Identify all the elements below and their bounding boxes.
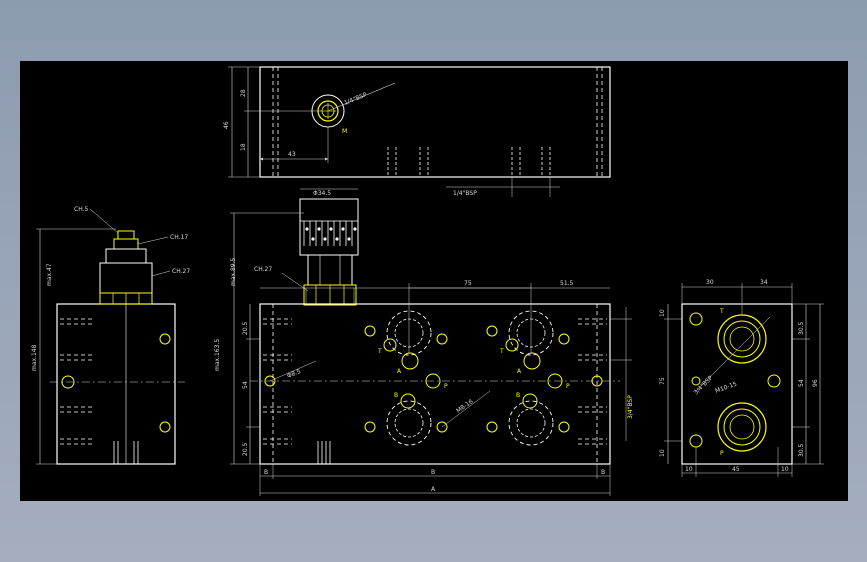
- top-hidden-ports: [387, 147, 551, 177]
- side-hex-top: CH.5: [74, 206, 89, 213]
- right-dim-r-low: 10: [659, 449, 666, 457]
- right-dim-r-top: 10: [659, 309, 666, 317]
- front-port-t1: T: [377, 348, 382, 355]
- right-thread: M10-15: [714, 381, 738, 395]
- front-port-t2: T: [499, 348, 504, 355]
- side-view-body: [56, 303, 176, 465]
- front-hole-dia: Φ8.5: [286, 368, 302, 380]
- right-dim-bot-right: 10: [781, 466, 789, 473]
- right-view: T P 3/4"BSP M10-15 30 34 10 75 10: [659, 279, 824, 477]
- right-dim-3: 96: [812, 379, 819, 387]
- right-view-body: [681, 303, 793, 465]
- knob-diameter: Φ34.5: [313, 190, 331, 197]
- front-view: CH.27 75 51.5: [214, 212, 634, 496]
- front-b-left: B: [264, 469, 268, 476]
- top-dim-total: 46: [223, 121, 230, 129]
- drawing-svg: 1/4"BSP M 46 28 18: [31, 66, 824, 496]
- right-port-p: [717, 314, 767, 364]
- front-port-b2: B: [516, 392, 520, 399]
- front-dim-low: 20.5: [242, 442, 249, 456]
- front-view-body: [259, 303, 611, 465]
- side-max-height: max.47: [46, 263, 53, 286]
- side-view: CH.5 CH.17 CH.27: [31, 206, 190, 465]
- top-port-letter: M: [342, 128, 347, 135]
- front-knob-height: max.89.5: [230, 257, 237, 286]
- right-port-t-letter: T: [719, 308, 724, 315]
- front-hex: CH.27: [254, 266, 272, 273]
- front-a: A: [431, 486, 436, 493]
- front-dim-51-5: 51.5: [560, 280, 574, 287]
- right-dim-bot-left: 10: [685, 466, 693, 473]
- front-total-height: max.163.5: [214, 339, 221, 371]
- top-port-note: 1/4"BSP: [343, 91, 368, 107]
- front-right-note: 3/4"BSP: [627, 395, 634, 419]
- front-port-a2: A: [517, 368, 522, 375]
- top-bottom-note: 1/4"BSP: [453, 190, 477, 197]
- front-dim-75: 75: [464, 280, 472, 287]
- top-dim-lower: 18: [240, 143, 247, 151]
- drawing-canvas[interactable]: 1/4"BSP M 46 28 18: [20, 61, 848, 501]
- right-dim-1: 30.5: [798, 321, 805, 335]
- top-view: 1/4"BSP M 46 28 18: [223, 66, 611, 197]
- adjust-knob: Φ34.5: [299, 188, 359, 306]
- right-dim-bot-mid: 45: [732, 466, 740, 473]
- front-thread: M8-16: [455, 398, 475, 415]
- cartridge-group-right: [486, 310, 570, 446]
- right-port-p-letter: P: [720, 450, 724, 457]
- front-port-a1: A: [397, 368, 402, 375]
- cartridge-group-left: [364, 310, 448, 446]
- top-dim-upper: 28: [240, 89, 247, 97]
- right-dim-r-mid: 75: [659, 377, 666, 385]
- side-hex-low: CH.27: [172, 268, 190, 275]
- top-view-body: [259, 66, 611, 178]
- right-dim-2: 54: [798, 379, 805, 387]
- side-body-height: max.148: [31, 344, 38, 371]
- front-port-p2: P: [566, 383, 570, 390]
- front-b-mid: B: [431, 469, 435, 476]
- right-port-t: [717, 402, 767, 452]
- front-port-p1: P: [444, 383, 448, 390]
- right-dim-4: 30.5: [798, 443, 805, 457]
- front-dim-top: 20.5: [242, 321, 249, 335]
- side-hex-mid: CH.17: [170, 234, 188, 241]
- right-dim-top-right: 34: [760, 279, 768, 286]
- right-dim-top-left: 30: [706, 279, 714, 286]
- top-dim-offset: 43: [288, 151, 296, 158]
- front-b-right: B: [601, 469, 605, 476]
- front-dim-mid: 54: [242, 381, 249, 389]
- front-port-b1: B: [394, 392, 398, 399]
